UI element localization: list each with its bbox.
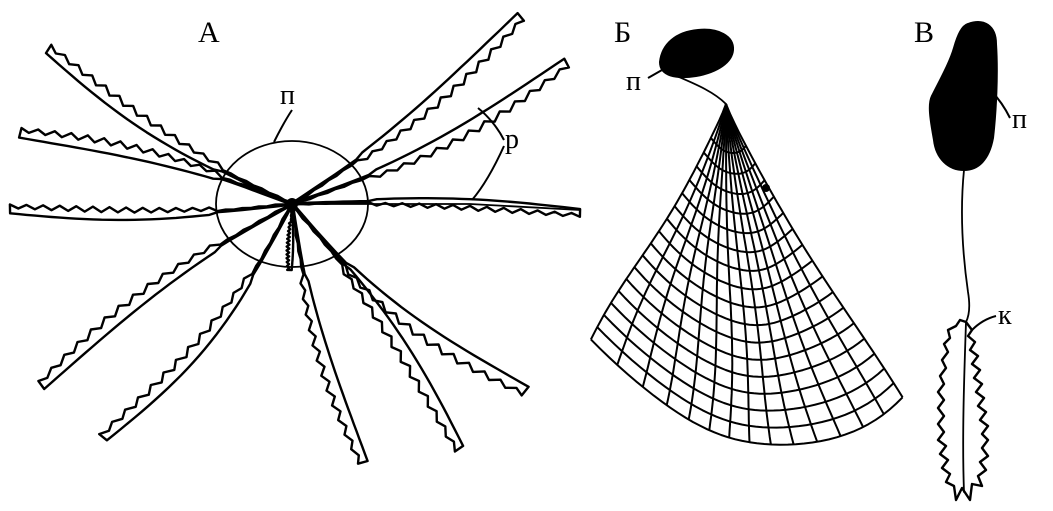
- panel-c: В п к: [914, 16, 1027, 500]
- panel-b-seed-leader: [648, 70, 662, 78]
- panel-b-stalk: [672, 74, 726, 104]
- panel-a-rays-label: р: [505, 124, 519, 155]
- panel-b-knot: [762, 184, 770, 192]
- panel-b-net-crossthread: [611, 303, 874, 394]
- panel-b-seed-label: п: [626, 66, 641, 97]
- panel-a-seed-label: п: [280, 80, 295, 111]
- panel-b-net-thread: [726, 104, 884, 414]
- panel-b-net-thread: [726, 104, 903, 397]
- panel-a-ray: [99, 203, 292, 440]
- panel-c-tuft-label: к: [998, 300, 1012, 331]
- panel-a-letter: А: [198, 16, 220, 49]
- panel-c-letter: В: [914, 16, 934, 49]
- panel-a-ray: [19, 128, 292, 205]
- panel-a-rays-leader-2: [472, 146, 504, 200]
- panel-c-tuft-midrib: [963, 322, 966, 492]
- panel-a-ray: [46, 45, 293, 205]
- panel-b-seed: [660, 30, 733, 77]
- panel-b-letter: Б: [614, 16, 631, 49]
- panel-b-net: [591, 104, 903, 445]
- panel-c-seed: [930, 22, 997, 170]
- panel-c-stalk: [962, 170, 969, 322]
- panel-c-seed-label: п: [1012, 104, 1027, 135]
- panel-a-seed-leader: [274, 110, 292, 142]
- panel-a-ray: [292, 59, 569, 206]
- panel-a-ray: [38, 203, 292, 389]
- panel-b: Б п: [591, 16, 903, 445]
- panel-c-tuft-leader: [972, 316, 996, 330]
- panel-a-ray: [10, 203, 292, 220]
- panel-a-ray: [291, 204, 463, 452]
- panel-a-rays: [10, 13, 580, 464]
- panel-a-ray: [291, 204, 368, 464]
- panel-b-net-crossthread: [604, 315, 884, 411]
- panel-a: А п р: [10, 13, 580, 464]
